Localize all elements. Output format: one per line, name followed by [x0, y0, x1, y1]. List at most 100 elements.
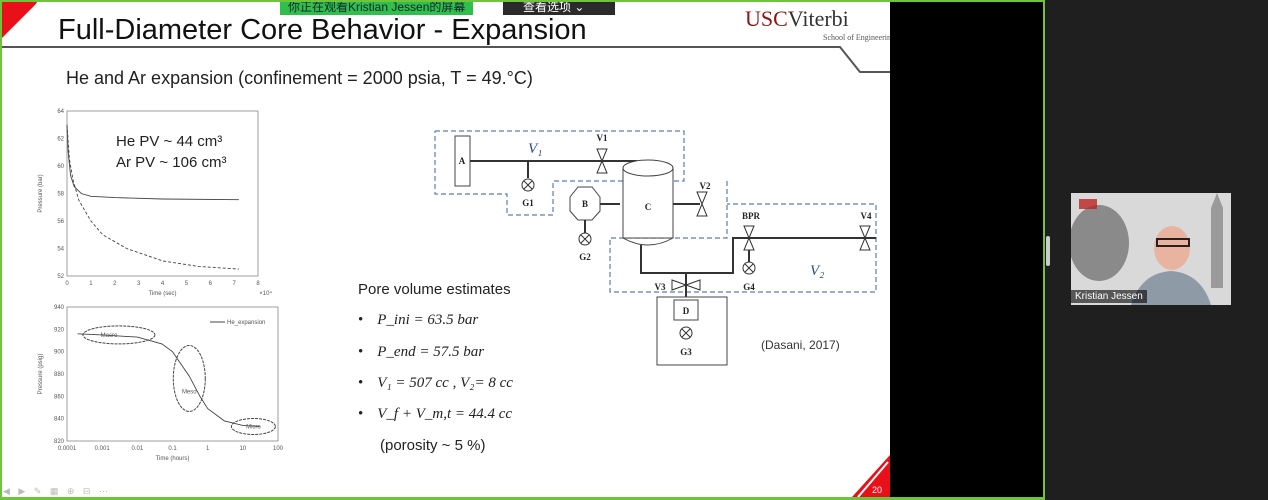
x-tick-label: 7: [232, 281, 236, 287]
annotation-label: Meso: [182, 389, 197, 395]
x-tick-label: 0.001: [95, 446, 111, 452]
slide-subtitle: He and Ar expansion (confinement = 2000 …: [66, 68, 533, 88]
valve-icon: [696, 191, 708, 217]
label-g3: G3: [680, 347, 692, 357]
legend-label: He_expansion: [227, 320, 265, 326]
x-tick-label: 4: [161, 281, 165, 287]
label-a: A: [459, 156, 466, 166]
view-options-button[interactable]: 查看选项 ⌄: [503, 0, 615, 15]
y-tick-label: 54: [57, 247, 64, 253]
participant-name: Kristian Jessen: [1071, 290, 1147, 303]
usc-background-logo: [1079, 199, 1097, 209]
x-tick-label: 6: [209, 281, 213, 287]
y-tick-label: 900: [54, 350, 65, 356]
annotation-ellipse: [172, 344, 206, 412]
porosity-text: (porosity ~ 5 %): [380, 437, 486, 454]
x-axis-label: Time (hours): [156, 456, 190, 462]
vessel-b: [569, 186, 601, 221]
y-tick-label: 56: [57, 219, 64, 225]
label-g4: G4: [743, 282, 755, 292]
x-tick-label: 0: [65, 281, 69, 287]
label-b: B: [582, 199, 588, 209]
usc-viterbi-logo: USCViterbi: [745, 6, 849, 31]
gauge-cross: [580, 234, 590, 244]
label-v1: V1: [597, 133, 608, 143]
enclosure-d: [656, 296, 728, 366]
y-tick-label: 920: [54, 327, 65, 333]
gauge-cross: [744, 263, 754, 273]
bullet-pore-volume: •V_f + V_m,t = 44.4 cc: [358, 406, 513, 422]
pipe-c-outlet: [640, 237, 876, 274]
pore-volume-heading: Pore volume estimates: [358, 281, 511, 298]
participant-avatar: [1071, 193, 1231, 305]
vessel-c-top: [622, 159, 674, 177]
panel-resize-handle[interactable]: [1046, 236, 1050, 266]
slide: Full-Diameter Core Behavior - Expansion …: [0, 0, 890, 497]
slide-decoration: [0, 0, 890, 497]
x-tick-label: 100: [273, 446, 284, 452]
series-ar: [66, 124, 239, 270]
label-g1: G1: [522, 198, 534, 208]
valve-icon: [596, 148, 608, 174]
annotation-ellipse: [230, 417, 276, 435]
label-v2: V2: [700, 181, 711, 191]
vessel-d: [673, 299, 699, 321]
series-he_expansion: [77, 333, 260, 427]
plot-frame: [66, 306, 279, 442]
x-tick-label: 0.1: [168, 446, 177, 452]
vessel-c-bottom: [622, 237, 674, 246]
slide-title: Full-Diameter Core Behavior - Expansion: [58, 14, 587, 46]
title-rule: [0, 46, 890, 73]
corner-accent-bottom: [852, 455, 890, 497]
bullet-p-ini: •P_ini = 63.5 bar: [358, 312, 479, 328]
page-number: 20: [872, 485, 883, 495]
screen-share-banner: 你正在观看Kristian Jessen的屏幕: [280, 0, 474, 15]
volume-v1-boundary: [434, 130, 685, 216]
x-tick-label: 1: [206, 446, 210, 452]
participant-video-tile[interactable]: [1071, 193, 1231, 305]
x-tick-label: 5: [185, 281, 189, 287]
volume-v2-boundary: [609, 181, 877, 293]
x-tick-label: 3: [137, 281, 141, 287]
label-d: D: [683, 306, 690, 316]
x-multiplier: ×10⁴: [259, 290, 272, 297]
x-axis-label: Time (sec): [148, 291, 176, 297]
label-v3: V3: [655, 282, 666, 292]
annotation-label: Micro: [246, 424, 261, 430]
y-tick-label: 880: [54, 372, 65, 378]
annotation-label: Macro: [101, 333, 118, 339]
label-vol1: V₁: [528, 141, 542, 157]
y-tick-label: 940: [54, 305, 65, 311]
bullet-volumes: •V₁ = 507 cc , V₂= 8 cc: [358, 375, 513, 391]
annotation-ellipse: [82, 325, 156, 345]
citation: (Dasani, 2017): [761, 338, 840, 352]
y-tick-label: 60: [57, 164, 64, 170]
y-tick-label: 860: [54, 394, 65, 400]
y-tick-label: 58: [57, 192, 64, 198]
valve-icon: [859, 225, 871, 251]
x-tick-label: 8: [256, 281, 260, 287]
bullet-p-end: •P_end = 57.5 bar: [358, 344, 485, 360]
x-tick-label: 2: [113, 281, 117, 287]
logo-school: School of Engineering: [823, 33, 890, 42]
valve-icon: [743, 225, 755, 251]
y-tick-label: 820: [54, 439, 65, 445]
x-tick-label: 1: [89, 281, 93, 287]
plot-frame: [66, 110, 259, 277]
y-axis-label: Pressure (bar): [38, 174, 44, 212]
y-axis-label: Pressure (psig): [38, 354, 44, 395]
gauge-cross: [681, 328, 691, 338]
x-tick-label: 0.01: [131, 446, 143, 452]
y-tick-label: 52: [57, 274, 64, 280]
y-tick-label: 64: [57, 109, 64, 115]
y-tick-label: 840: [54, 417, 65, 423]
he-pv-text: He PV ~ 44 cm³: [116, 133, 223, 150]
ar-pv-text: Ar PV ~ 106 cm³: [116, 154, 227, 171]
x-tick-label: 0.0001: [58, 446, 77, 452]
corner-accent-top: [0, 0, 40, 40]
label-bpr: BPR: [742, 211, 761, 221]
slideshow-toolbar[interactable]: ◀ ▶ ✎ ▦ ⊕ ⊟ ⋯: [3, 486, 111, 496]
